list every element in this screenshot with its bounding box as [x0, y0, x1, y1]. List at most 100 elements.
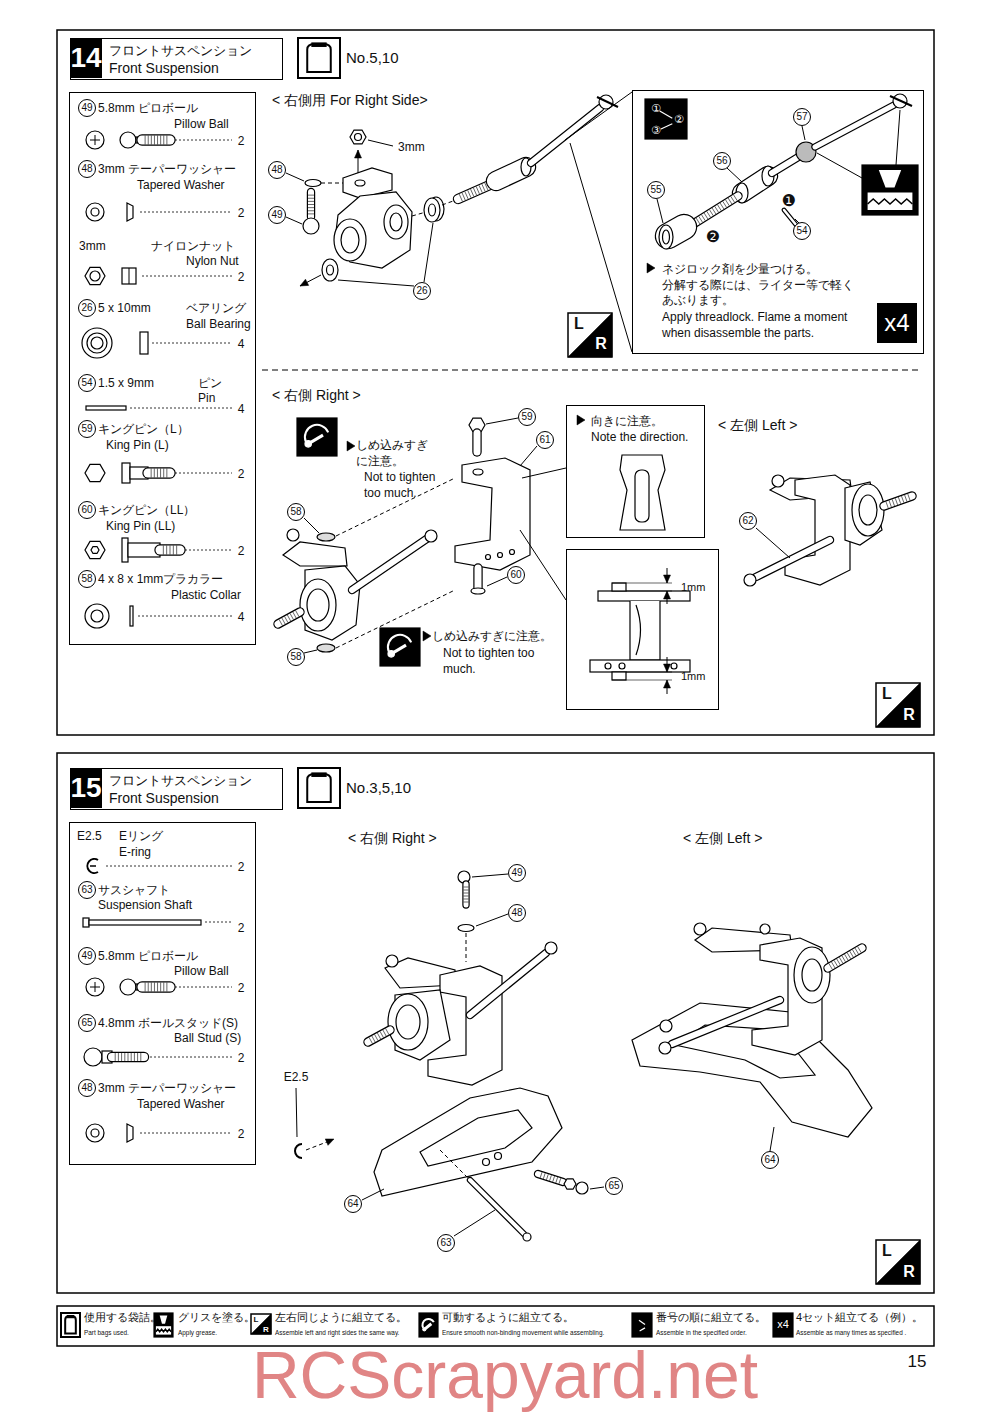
washer-hole	[91, 1129, 99, 1137]
knuckle-arm	[283, 542, 347, 566]
callout-number: 59	[518, 408, 536, 426]
thread-mark	[720, 203, 724, 209]
plastic-collar	[317, 644, 335, 652]
note-text: 向きに注意。	[591, 414, 663, 428]
quantity-leader	[142, 276, 232, 277]
part-name: Plastic Collar	[171, 588, 241, 602]
thread-mark	[465, 192, 468, 199]
arrow-head	[355, 150, 362, 158]
legend-text: 左右同じように組立てる。	[275, 1311, 407, 1324]
view-label: < 右側用 For Right Side>	[272, 92, 428, 109]
thread-mark	[717, 205, 721, 211]
pillow-ball-thread	[464, 884, 469, 905]
legend-text: Assemble left and right sides the same w…	[275, 1328, 399, 1338]
quantity: 2	[238, 206, 245, 220]
arrow-head	[664, 664, 671, 672]
thread-mark	[160, 983, 161, 992]
thread-mark	[699, 216, 703, 222]
order-number: ③	[651, 124, 661, 137]
thread-mark	[725, 200, 729, 206]
thread-mark	[468, 190, 471, 197]
bearing-outer	[82, 328, 112, 358]
step-number: 14	[70, 38, 102, 78]
lr-letter: R	[903, 1262, 915, 1281]
part-name: ピン	[198, 376, 222, 390]
thread-mark	[148, 983, 149, 992]
callout-number: 54	[78, 374, 96, 392]
part-name: 5.8mm ピロボール	[98, 949, 198, 963]
e-ring-tab	[90, 865, 96, 867]
threaded-shaft	[368, 1030, 390, 1042]
drive-shaft	[772, 156, 800, 173]
thread-mark	[308, 198, 314, 199]
step-title: Front Suspension	[109, 790, 219, 807]
thread-mark	[892, 499, 894, 506]
bag-shape	[65, 1317, 76, 1334]
bearing-side	[140, 332, 148, 354]
bearing-bore	[91, 337, 103, 349]
drive-shaft	[531, 108, 600, 163]
callout-number: 57	[793, 108, 811, 126]
thread-mark	[707, 211, 711, 217]
note-text: Not to tighten too much.	[443, 646, 555, 677]
bag-icon	[298, 768, 340, 808]
thread-mark	[889, 500, 891, 507]
guide-line	[466, 933, 467, 962]
tapered-washer	[305, 180, 321, 187]
lr-letter: R	[903, 705, 915, 724]
quantity-leader	[175, 140, 232, 141]
movement-icon	[380, 628, 420, 666]
boss-bore	[390, 213, 402, 231]
pillow-ball	[287, 529, 299, 541]
callout-number: 48	[268, 161, 286, 179]
legend-text: 4セット組立てる（例）。	[796, 1311, 923, 1324]
thread-mark	[386, 1028, 389, 1034]
thread-mark	[290, 613, 293, 619]
bag-shape	[307, 774, 331, 802]
thread-mark	[160, 469, 161, 478]
c-hub-bottom-plate	[590, 660, 690, 672]
cross-pin	[890, 96, 912, 106]
thread-mark	[834, 960, 838, 966]
leader-line	[454, 1210, 495, 1236]
order-icon	[645, 99, 687, 139]
arrow-head	[664, 591, 671, 599]
part-name: Ball Bearing	[186, 317, 251, 331]
movement-bar	[308, 435, 323, 444]
quantity-leader	[175, 473, 232, 474]
drive-shaft	[772, 156, 800, 173]
thread-mark	[855, 948, 859, 954]
part-name: サスシャフト	[98, 883, 170, 897]
threaded-shaft	[148, 467, 170, 478]
thread-mark	[287, 615, 290, 621]
washer-hole	[91, 208, 99, 216]
callout-number: 58	[287, 503, 305, 521]
legend-text: Apply grease.	[178, 1328, 217, 1338]
king-pin-shank	[475, 568, 482, 588]
knuckle-body	[335, 192, 412, 268]
order-number: ②	[674, 113, 684, 126]
thread-mark	[898, 497, 900, 504]
pillow-ball	[772, 475, 784, 487]
king-pin-shank	[473, 568, 482, 588]
quantity: 2	[238, 1127, 245, 1141]
legend-text: Ensure smooth non-binding movement while…	[442, 1328, 604, 1338]
shim	[612, 583, 626, 591]
leader-line	[487, 577, 507, 586]
plastic-collar	[317, 533, 335, 541]
thread-mark	[154, 136, 155, 145]
thread-mark	[850, 951, 854, 957]
ball-stud-ball	[576, 1182, 588, 1194]
arrow-head	[664, 680, 671, 688]
c-hub-top-view	[620, 455, 665, 530]
quantity: 2	[238, 921, 245, 935]
leader-line	[362, 1189, 384, 1200]
thread-mark	[709, 210, 713, 216]
lr-icon	[876, 683, 920, 727]
part-name: Tapered Washer	[137, 178, 225, 192]
thread-mark	[831, 962, 835, 968]
part-name: 3mm	[79, 239, 106, 253]
thread-mark	[901, 496, 903, 503]
lr-icon	[568, 313, 612, 357]
thread-mark	[128, 1053, 129, 1061]
